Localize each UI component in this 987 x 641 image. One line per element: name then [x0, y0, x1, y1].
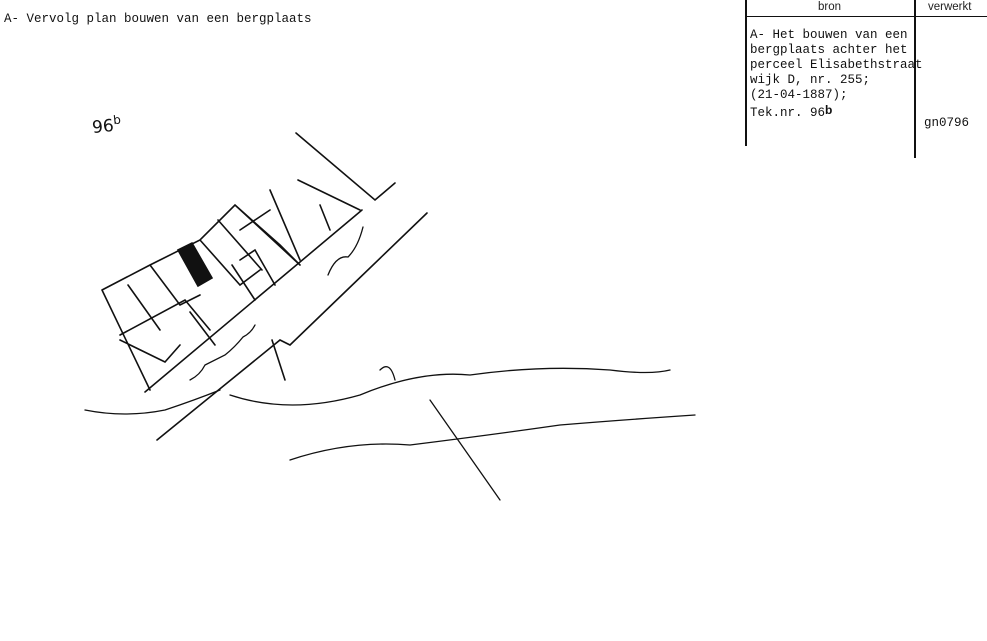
note-handwriting [84, 366, 696, 501]
bron-line: wijk D, nr. 255; [750, 73, 871, 87]
verwerkt-code: gn0796 [924, 116, 970, 130]
street-corner [271, 339, 286, 381]
table-divider-middle [914, 0, 916, 158]
bron-suffix: b [825, 103, 833, 117]
bron-cell: A- Het bouwen van een bergplaats achter … [750, 28, 923, 121]
bron-line: Tek.nr. 96 [750, 106, 826, 120]
header-verwerkt: verwerkt [928, 1, 972, 13]
header-bron: bron [818, 1, 842, 13]
table-header-rule [746, 16, 987, 17]
street-edge-upper [144, 209, 363, 393]
table-divider-left [745, 0, 747, 146]
street-name-handwriting [189, 226, 364, 381]
document-title: A- Vervolg plan bouwen van een bergplaat… [4, 12, 312, 26]
marked-plot [176, 241, 214, 288]
bron-line: perceel Elisabethstraat [750, 58, 923, 72]
street-edge-lower [156, 212, 428, 441]
bron-line: (21-04-1887); [750, 88, 848, 102]
rear-lines [269, 132, 396, 261]
bron-line: bergplaats achter het [750, 43, 908, 57]
block-outline [101, 203, 301, 391]
bron-line: A- Het bouwen van een [750, 28, 908, 42]
